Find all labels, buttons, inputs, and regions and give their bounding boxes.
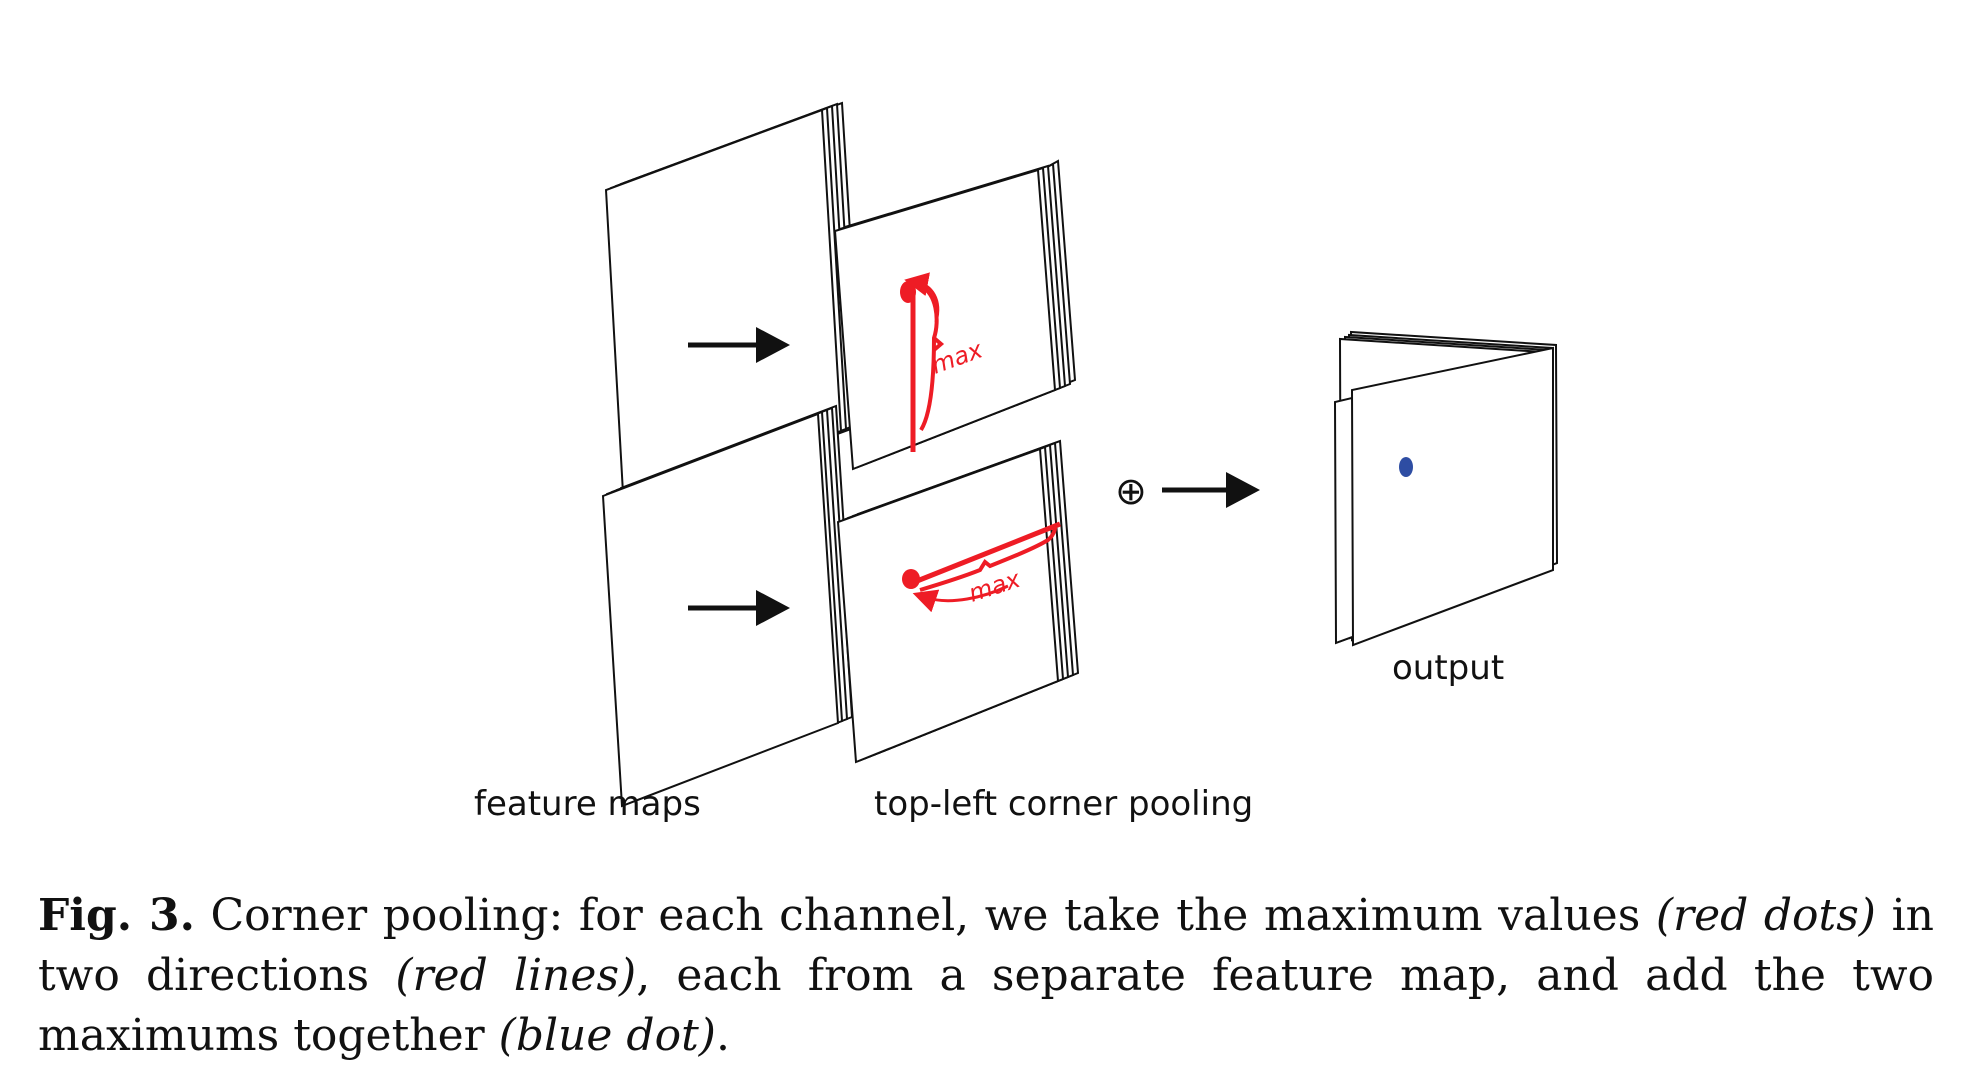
horizontal-max-annotation: max (902, 521, 1061, 613)
caption-italic-blue-dot: (blue dot) (498, 1010, 716, 1061)
arrow-bottom-1 (688, 590, 790, 626)
red-dot-bottom (902, 569, 920, 589)
caption-text-2: in two directions (38, 890, 1934, 1001)
arrow-top-1 (688, 327, 790, 363)
label-output: output (1392, 648, 1504, 688)
label-corner-pooling: top-left corner pooling (874, 784, 1253, 824)
pooling-stack-top (833, 159, 1077, 471)
caption-text-4: . (715, 1010, 730, 1061)
label-feature-maps: feature maps (474, 784, 701, 824)
caption-text-3: , each from a separate feature map, and … (38, 950, 1934, 1061)
elementwise-sum-symbol: ⊕ (1115, 469, 1147, 513)
arrow-to-output (1162, 472, 1260, 508)
caption-italic-red-dots: (red dots) (1655, 890, 1876, 941)
figure-number: Fig. 3. (38, 890, 195, 941)
feature-map-stack-top (604, 101, 864, 513)
figure-caption: Fig. 3. Corner pooling: for each channel… (38, 886, 1934, 1066)
blue-dot (1399, 457, 1413, 477)
red-dot-top (900, 281, 916, 303)
caption-text-1: Corner pooling: for each channel, we tak… (194, 890, 1656, 941)
caption-italic-red-lines: (red lines) (395, 950, 637, 1001)
output-map-front (1350, 346, 1554, 647)
